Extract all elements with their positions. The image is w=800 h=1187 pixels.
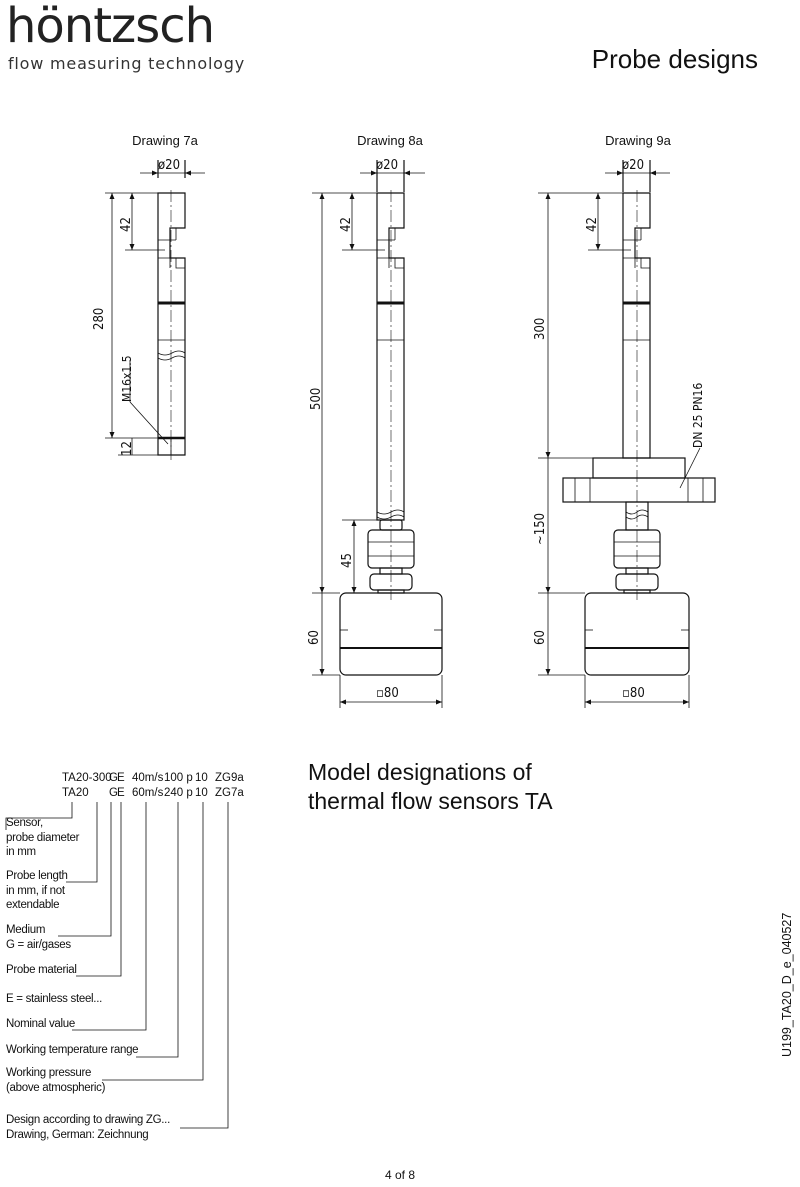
legend-probe-length: Probe length in mm, if not extendable — [6, 869, 68, 913]
brand-tagline: flow measuring technology — [8, 54, 245, 73]
legend-line: G = air/gases — [6, 938, 71, 951]
legend-design-drawing: Design according to drawing ZG... Drawin… — [6, 1113, 170, 1142]
code-sensor: TA20-300 — [62, 772, 112, 784]
drawing-7a-diameter: ø20 — [158, 158, 180, 173]
code-drawing: ZG9a — [215, 772, 244, 784]
legend-working-pressure: Working pressure (above atmospheric) — [6, 1066, 105, 1095]
legend-line: probe diameter — [6, 831, 80, 844]
page-title: Probe designs — [591, 44, 758, 74]
code-temperature: 100 p — [164, 772, 193, 784]
legend-line: Nominal value — [6, 1018, 75, 1030]
page-number: 4 of 8 — [384, 1168, 416, 1182]
drawing-8a-tip-dim: 42 — [339, 217, 354, 232]
legend-line: extendable — [6, 899, 60, 911]
code-drawing: ZG7a — [215, 787, 244, 799]
drawing-8a-length-dim: 500 — [309, 388, 324, 410]
code-pressure: 10 — [195, 772, 208, 784]
drawing-7a-title: Drawing 7a — [132, 133, 198, 148]
drawing-9a-diameter: ø20 — [622, 158, 644, 173]
drawing-8a: ø20 42 500 45 — [307, 158, 443, 708]
drawing-9a-housing-dim: 60 — [533, 630, 548, 645]
legend-line: Design according to drawing ZG... — [6, 1114, 170, 1126]
code-material: E — [117, 772, 125, 784]
drawing-7a: ø20 42 280 M16x1.5 12 — [92, 158, 205, 460]
drawing-8a-width-dim: ▫80 — [376, 686, 399, 701]
legend-nominal-value: Nominal value — [6, 1017, 75, 1032]
legend-line: in mm, if not — [6, 884, 65, 897]
drawing-9a-tip-dim: 42 — [585, 217, 600, 232]
legend-line: Medium — [6, 924, 46, 936]
code-sensor: TA20 — [62, 787, 89, 799]
section-title-line-2: thermal flow sensors TA — [308, 788, 553, 814]
drawing-9a-flange-spec: DN 25 PN16 — [691, 383, 705, 448]
drawing-9a-width-dim: ▫80 — [622, 686, 645, 701]
drawing-9a-below-flange-dim: ~150 — [533, 513, 548, 545]
drawing-9a-title: Drawing 9a — [605, 133, 671, 148]
legend-stainless-steel: E = stainless steel... — [6, 992, 102, 1007]
legend-line: E = stainless steel... — [6, 993, 102, 1005]
code-medium: G — [109, 772, 118, 784]
legend-sensor: Sensor, probe diameter in mm — [6, 816, 79, 860]
model-designations-title: Model designations of thermal flow senso… — [308, 758, 553, 816]
legend-line: Probe length — [6, 870, 68, 882]
legend-probe-material: Probe material — [6, 963, 77, 978]
section-title-line-1: Model designations of — [308, 759, 532, 785]
legend-line: (above atmospheric) — [6, 1081, 106, 1094]
legend-line: Drawing, German: Zeichnung — [6, 1128, 149, 1141]
drawing-8a-housing-dim: 60 — [307, 630, 322, 645]
legend-line: Sensor, — [6, 817, 43, 829]
document-code: U199_TA20_D_e_040527 — [780, 912, 794, 1057]
drawing-8a-fitting-dim: 45 — [340, 553, 355, 568]
legend-temperature-range: Working temperature range — [6, 1043, 139, 1058]
drawing-8a-title: Drawing 8a — [357, 133, 423, 148]
probe-drawings: ø20 42 280 M16x1.5 12 ø20 — [92, 158, 716, 708]
drawing-7a-tip-dim: 42 — [119, 217, 134, 232]
drawing-7a-thread: M16x1.5 — [120, 355, 134, 402]
code-nominal: 60m/s — [132, 787, 164, 799]
legend-line: Working temperature range — [6, 1044, 139, 1056]
brand-logo: höntzsch — [6, 0, 215, 54]
code-temperature: 240 p — [164, 787, 193, 799]
code-nominal: 40m/s — [132, 772, 164, 784]
drawing-7a-bottom-dim: 12 — [120, 441, 135, 456]
legend-line: in mm — [6, 846, 36, 858]
legend-medium: Medium G = air/gases — [6, 923, 71, 952]
code-pressure: 10 — [195, 787, 208, 799]
drawing-8a-diameter: ø20 — [376, 158, 398, 173]
legend-line: Probe material — [6, 964, 77, 976]
code-material: E — [117, 787, 125, 799]
code-medium: G — [109, 787, 118, 799]
legend-line: Working pressure — [6, 1067, 92, 1079]
drawing-9a: ø20 42 300 DN 25 P — [533, 158, 716, 708]
drawing-9a-length-dim: 300 — [533, 318, 548, 340]
drawing-7a-length-dim: 280 — [92, 308, 107, 330]
